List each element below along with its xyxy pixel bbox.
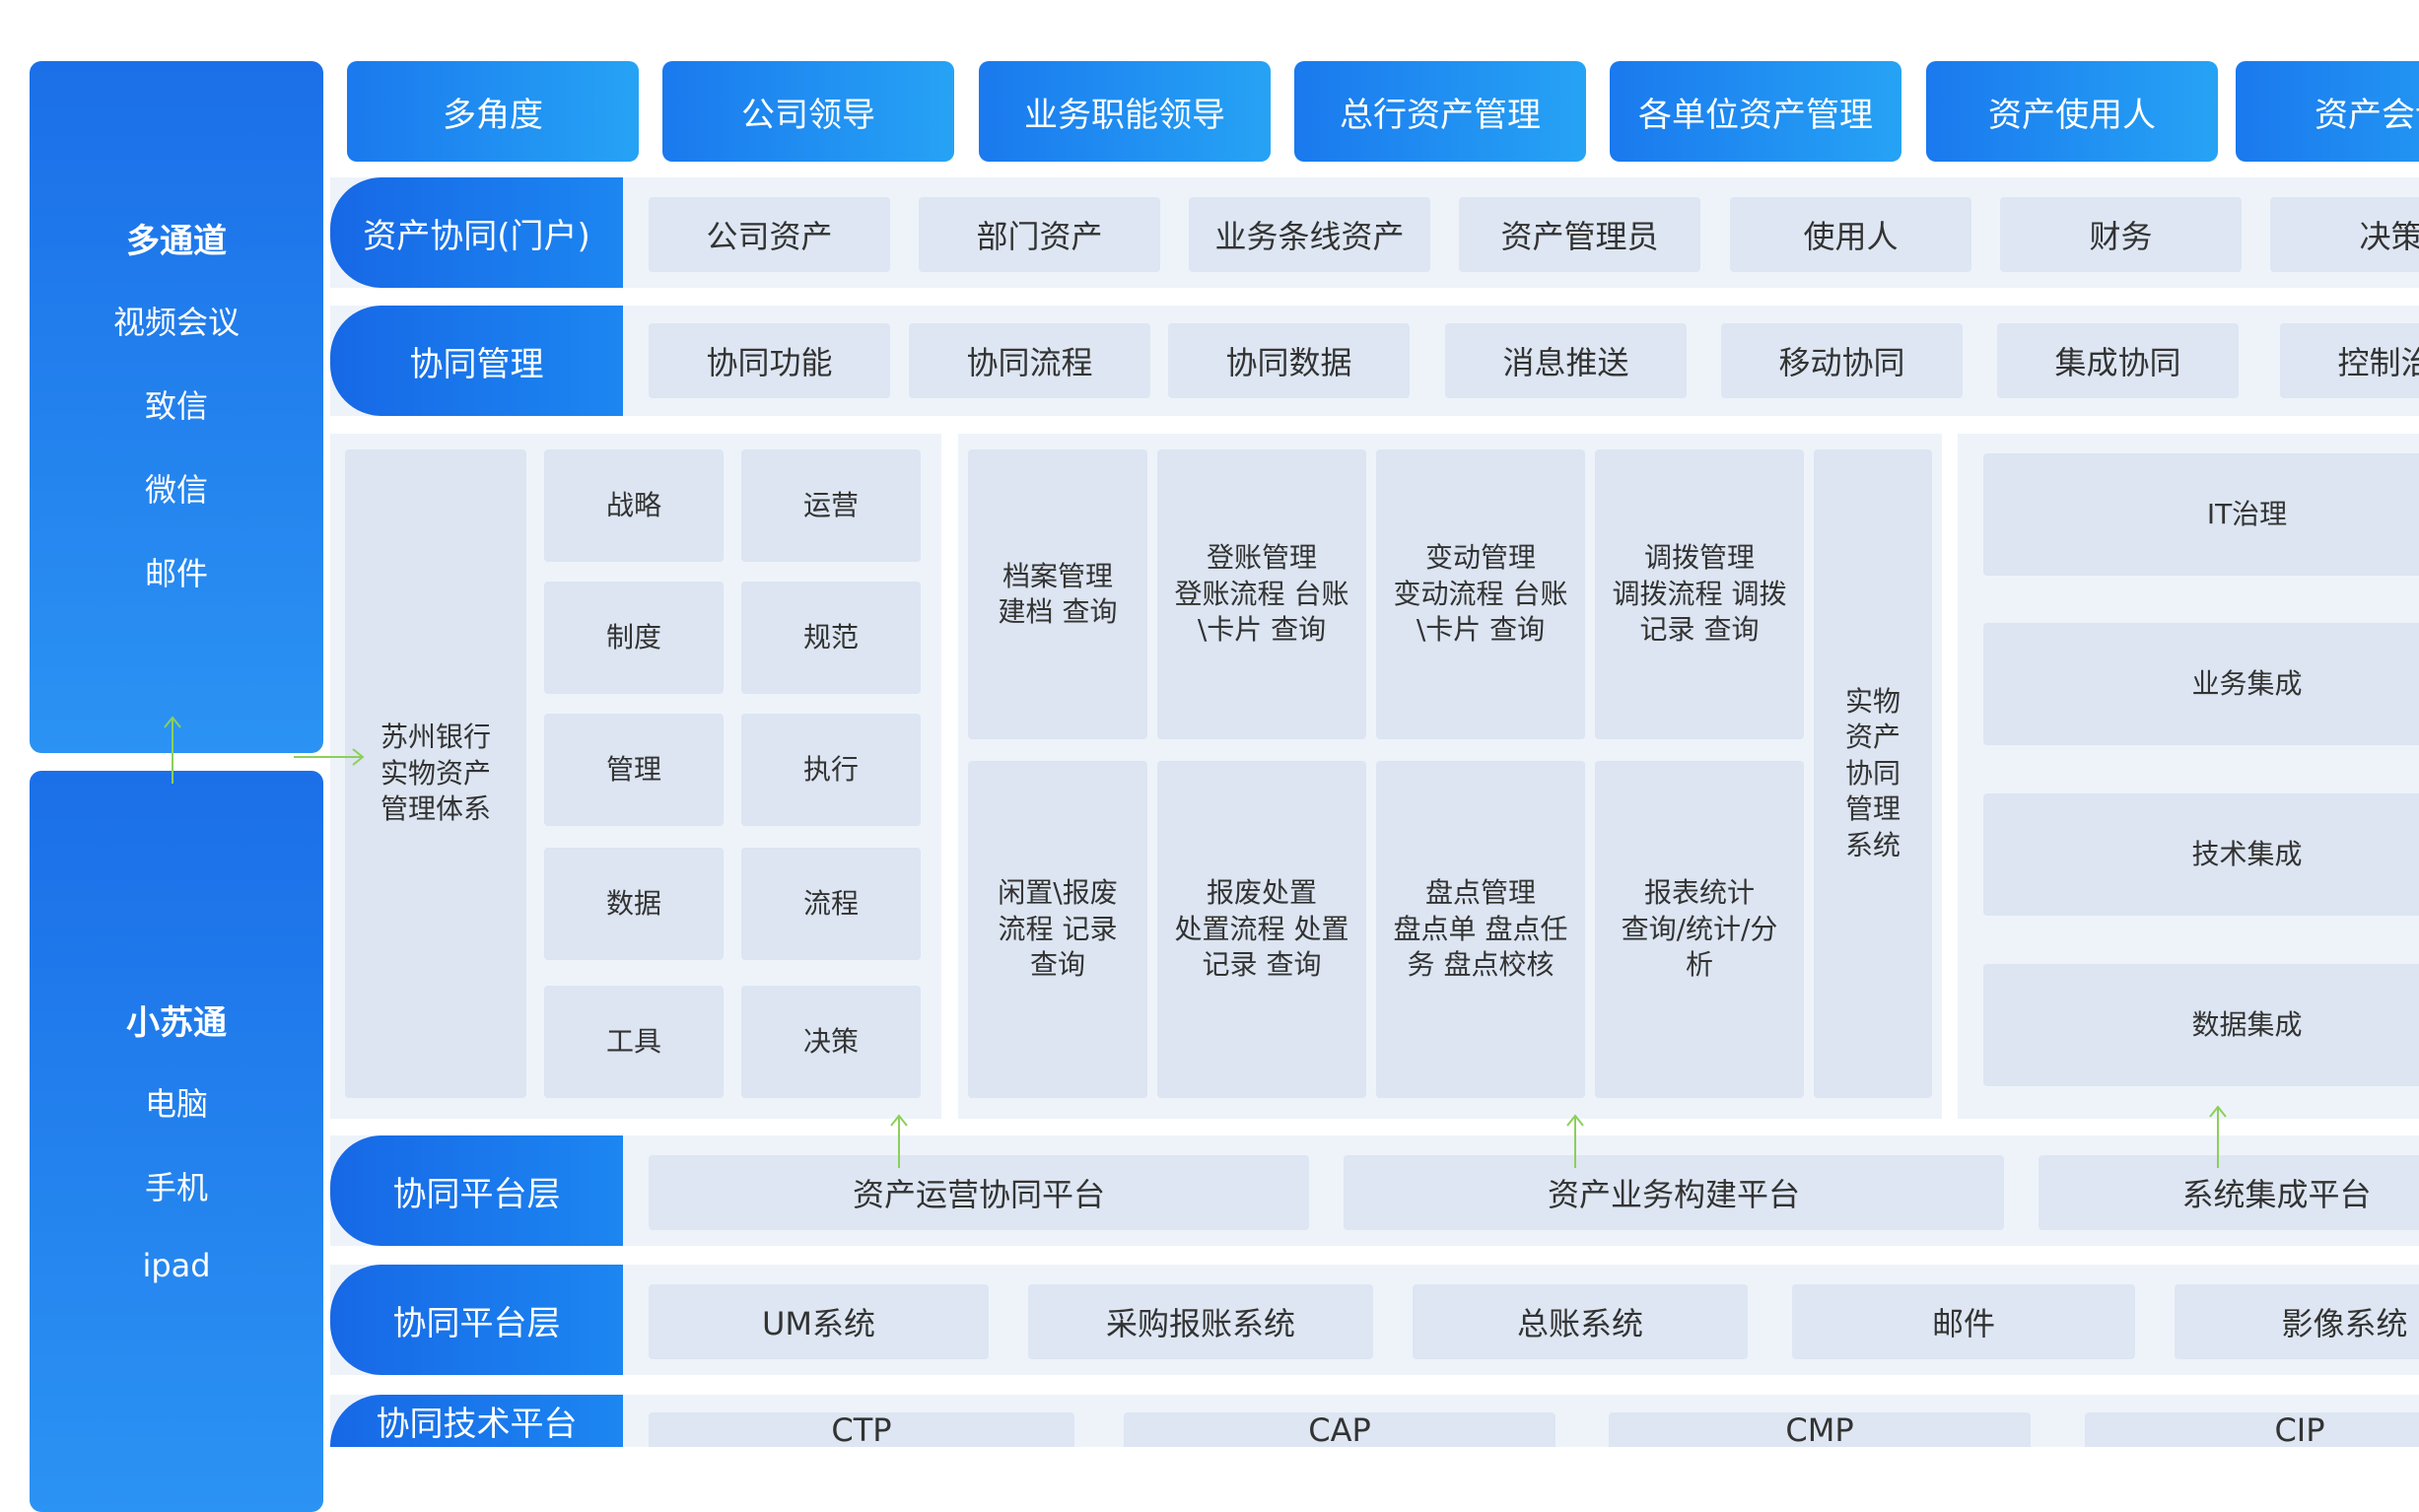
arrow-right-icon [294, 748, 365, 766]
system-cell: 工具 [544, 986, 724, 1098]
integration-cell: 业务集成 [1983, 623, 2419, 745]
systems-label: 协同平台层 [330, 1265, 623, 1375]
tech-item: CAP [1124, 1411, 1555, 1449]
business-system-label: 实物 资产 协同 管理 系统 [1814, 449, 1932, 1098]
portal-item: 资产管理员 [1459, 197, 1700, 272]
system-cell: 制度 [544, 582, 724, 694]
device-title: 小苏通 [126, 1003, 227, 1043]
manage-item: 协同功能 [649, 323, 890, 398]
platform-item: 资产业务构建平台 [1344, 1155, 2004, 1230]
arrow-up-icon [1566, 1114, 1584, 1168]
system-cell: 流程 [741, 848, 921, 960]
manage-item: 集成协同 [1997, 323, 2239, 398]
role-tile: 资产使用人 [1926, 61, 2218, 162]
business-cell: 报废处置 处置流程 处置 记录 查询 [1157, 761, 1366, 1098]
system-title: 苏州银行 实物资产 管理体系 [345, 449, 526, 1098]
role-tile: 公司领导 [662, 61, 954, 162]
platform-item: 资产运营协同平台 [649, 1155, 1309, 1230]
business-cell: 闲置\报废 流程 记录 查询 [968, 761, 1147, 1098]
arrow-up-icon [890, 1114, 908, 1168]
portal-item: 公司资产 [649, 197, 890, 272]
systems-item: 采购报账系统 [1028, 1284, 1373, 1359]
channel-panel: 多通道 视频会议 致信 微信 邮件 [30, 61, 323, 753]
system-cell: 规范 [741, 582, 921, 694]
system-cell: 运营 [741, 449, 921, 562]
role-tile: 业务职能领导 [979, 61, 1271, 162]
channel-item: 视频会议 [112, 304, 240, 341]
portal-item: 使用人 [1730, 197, 1971, 272]
business-cell: 变动管理 变动流程 台账 \卡片 查询 [1376, 449, 1585, 739]
tech-item: CIP [2085, 1411, 2419, 1449]
manage-item: 协同流程 [909, 323, 1150, 398]
portal-item: 决策 [2270, 197, 2419, 272]
business-cell: 盘点管理 盘点单 盘点任 务 盘点校核 [1376, 761, 1585, 1098]
business-cell: 登账管理 登账流程 台账 \卡片 查询 [1157, 449, 1366, 739]
integration-cell: 技术集成 [1983, 793, 2419, 916]
portal-item: 业务条线资产 [1189, 197, 1430, 272]
manage-item: 控制治理 [2280, 323, 2419, 398]
system-cell: 数据 [544, 848, 724, 960]
tech-item: CMP [1609, 1411, 2031, 1449]
device-panel: 小苏通 电脑 手机 ipad [30, 771, 323, 1512]
portal-item: 财务 [2000, 197, 2242, 272]
system-cell: 战略 [544, 449, 724, 562]
channel-title: 多通道 [126, 222, 227, 261]
business-cell: 档案管理 建档 查询 [968, 449, 1147, 739]
device-item: 电脑 [144, 1085, 208, 1123]
connector-arrows [164, 716, 2227, 1168]
role-tile: 资产会计 [2236, 61, 2419, 162]
tech-label: 协同技术平台 [330, 1395, 623, 1447]
systems-item: UM系统 [649, 1284, 989, 1359]
arrow-up-icon [2209, 1105, 2227, 1168]
tech-item: CTP [649, 1411, 1074, 1449]
channel-item: 致信 [144, 387, 208, 425]
integration-cell: IT治理 [1983, 453, 2419, 576]
integration-cell: 数据集成 [1983, 964, 2419, 1086]
manage-label: 协同管理 [330, 306, 623, 416]
system-cell: 执行 [741, 714, 921, 826]
channel-item: 微信 [144, 471, 208, 509]
systems-item: 影像系统 [2175, 1284, 2419, 1359]
system-cell: 决策 [741, 986, 921, 1098]
platform-item: 系统集成平台 [2039, 1155, 2419, 1230]
role-tile: 多角度 [347, 61, 639, 162]
manage-item: 消息推送 [1445, 323, 1687, 398]
device-item: ipad [142, 1247, 211, 1284]
systems-item: 邮件 [1792, 1284, 2135, 1359]
portal-label: 资产协同(门户) [330, 177, 623, 288]
device-item: 手机 [144, 1169, 208, 1206]
business-cell: 报表统计 查询/统计/分 析 [1595, 761, 1804, 1098]
system-cell: 管理 [544, 714, 724, 826]
manage-item: 移动协同 [1721, 323, 1963, 398]
role-tile: 总行资产管理 [1294, 61, 1586, 162]
portal-item: 部门资产 [919, 197, 1160, 272]
channel-item: 邮件 [144, 555, 208, 592]
arrow-up-icon [164, 716, 181, 784]
platform-label: 协同平台层 [330, 1135, 623, 1246]
systems-item: 总账系统 [1413, 1284, 1748, 1359]
business-cell: 调拨管理 调拨流程 调拨 记录 查询 [1595, 449, 1804, 739]
role-tile: 各单位资产管理 [1610, 61, 1901, 162]
manage-item: 协同数据 [1168, 323, 1410, 398]
